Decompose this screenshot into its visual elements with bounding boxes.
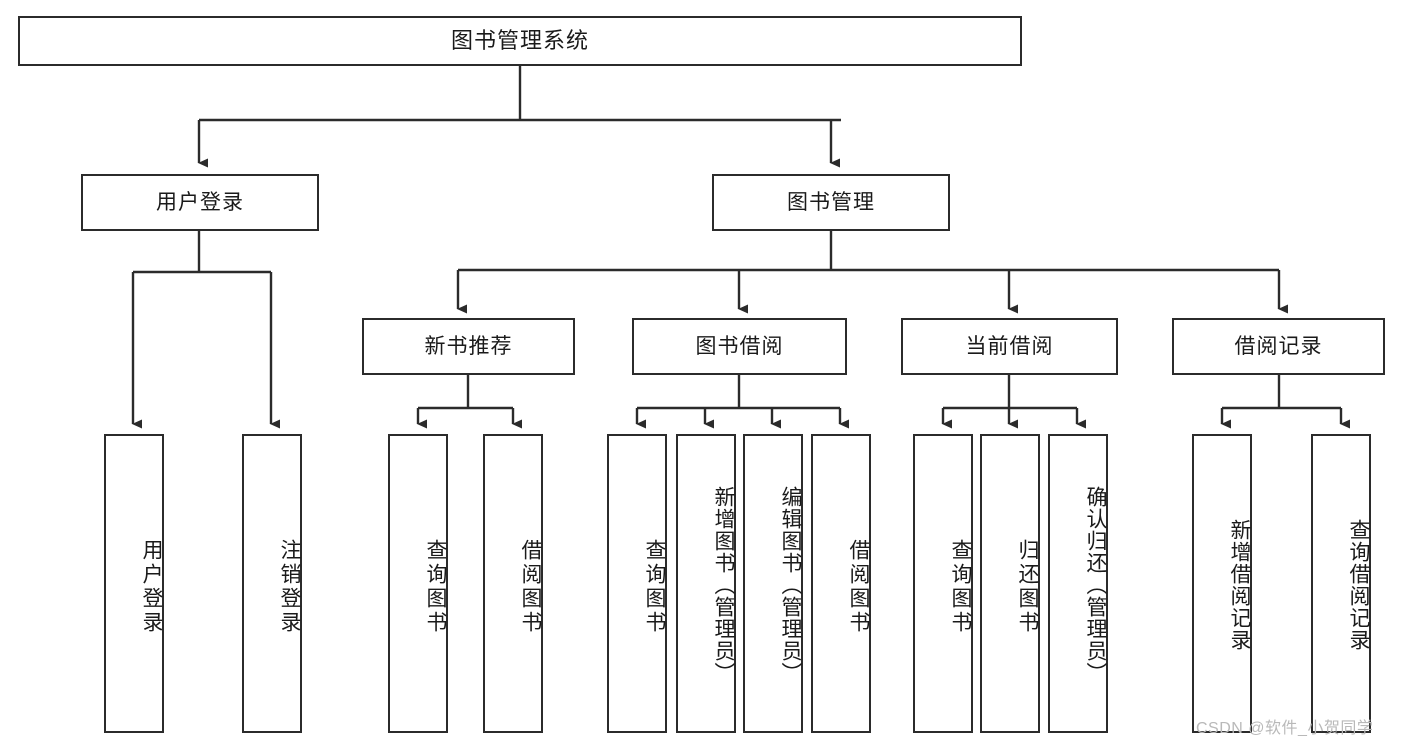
node-label: 确认归还（管理员） <box>1084 485 1107 684</box>
leaf-return-book[interactable]: 归还图书 <box>980 434 1040 733</box>
leaf-user-login[interactable]: 用户登录 <box>104 434 164 733</box>
node-label: 新增借阅记录 <box>1228 518 1251 651</box>
node-label: 新书推荐 <box>424 334 513 358</box>
node-book-management[interactable]: 图书管理 <box>712 174 950 231</box>
node-label: 图书管理系统 <box>450 27 589 53</box>
node-user-login[interactable]: 用户登录 <box>81 174 319 231</box>
leaf-query-book-recommend[interactable]: 查询图书 <box>388 434 448 733</box>
node-label: 用户登录 <box>156 190 244 214</box>
leaf-borrow-book[interactable]: 借阅图书 <box>811 434 871 733</box>
leaf-query-borrow-record[interactable]: 查询借阅记录 <box>1311 434 1371 733</box>
node-label: 编辑图书（管理员） <box>779 485 802 684</box>
leaf-confirm-return-admin[interactable]: 确认归还（管理员） <box>1048 434 1108 733</box>
leaf-query-book-current[interactable]: 查询图书 <box>913 434 973 733</box>
node-label: 归还图书 <box>1016 538 1039 635</box>
node-label: 注销登录 <box>278 538 301 635</box>
node-label: 图书借阅 <box>695 334 784 358</box>
csdn-watermark: CSDN @软件_小贺同学 <box>1196 720 1374 737</box>
leaf-query-book-borrow[interactable]: 查询图书 <box>607 434 667 733</box>
leaf-add-borrow-record[interactable]: 新增借阅记录 <box>1192 434 1252 733</box>
node-label: 新增图书（管理员） <box>712 485 735 684</box>
node-label: 图书管理 <box>787 190 875 214</box>
node-label: 借阅图书 <box>847 538 870 635</box>
node-label: 借阅图书 <box>519 538 542 635</box>
node-book-management-system[interactable]: 图书管理系统 <box>18 16 1022 66</box>
leaf-edit-book-admin[interactable]: 编辑图书（管理员） <box>743 434 803 733</box>
leaf-borrow-book-recommend[interactable]: 借阅图书 <box>483 434 543 733</box>
node-label: 查询借阅记录 <box>1347 518 1370 651</box>
node-current-borrow[interactable]: 当前借阅 <box>901 318 1118 375</box>
node-label: 查询图书 <box>424 538 447 635</box>
leaf-logout[interactable]: 注销登录 <box>242 434 302 733</box>
node-label: 借阅记录 <box>1234 334 1323 358</box>
node-label: 用户登录 <box>140 538 163 635</box>
leaf-add-book-admin[interactable]: 新增图书（管理员） <box>676 434 736 733</box>
node-book-borrow[interactable]: 图书借阅 <box>632 318 847 375</box>
node-label: 查询图书 <box>643 538 666 635</box>
node-borrow-record[interactable]: 借阅记录 <box>1172 318 1385 375</box>
node-label: 当前借阅 <box>965 334 1054 358</box>
node-new-book-recommend[interactable]: 新书推荐 <box>362 318 575 375</box>
node-label: 查询图书 <box>949 538 972 635</box>
